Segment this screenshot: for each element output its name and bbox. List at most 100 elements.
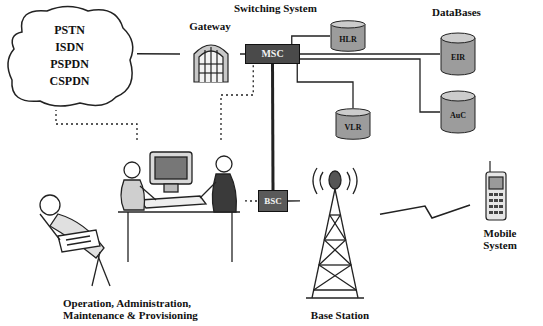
- node-label: MSC: [261, 48, 283, 60]
- node-label: Mobile System: [471, 227, 529, 252]
- drawing-stroke: [50, 214, 104, 258]
- operators-illustration: [40, 152, 240, 286]
- node-label: Base Station: [311, 309, 369, 322]
- drawing-stroke: [329, 171, 341, 189]
- drawing-stroke: [347, 172, 350, 190]
- drawing-stroke: [313, 168, 317, 194]
- base-station-node: Base Station: [300, 168, 380, 322]
- node-label: Operation, Administration, Maintenance &…: [63, 297, 248, 322]
- database-cylinder: AuC: [440, 90, 476, 134]
- key: [494, 205, 498, 208]
- drawing-stroke: [489, 177, 503, 189]
- drawing-stroke: [314, 215, 351, 290]
- key: [499, 193, 503, 196]
- network-link: [300, 53, 440, 54]
- drawing-stroke: [314, 289, 357, 290]
- cloud-shape: [8, 7, 133, 107]
- network-link: [271, 64, 275, 190]
- database-cylinder: VLR: [335, 108, 371, 140]
- drawing-stroke: [66, 236, 90, 240]
- node-label: PSPDN: [50, 56, 89, 73]
- drawing-stroke: [58, 230, 100, 252]
- drawing-stroke: [320, 172, 323, 190]
- key: [489, 211, 493, 214]
- drawing-stroke: [324, 239, 345, 240]
- drawing-stroke: [40, 195, 60, 215]
- node-label: PSTN: [54, 22, 85, 39]
- drawing-stroke: [98, 256, 110, 286]
- node-label: ISDN: [55, 39, 84, 56]
- keypad: [489, 193, 503, 214]
- database-cylinder: EIR: [440, 32, 476, 76]
- node-label: HLR: [339, 35, 356, 44]
- drawing-stroke: [164, 184, 178, 192]
- network-link: [300, 59, 440, 112]
- cylinder-top: [331, 21, 365, 28]
- management-link: [56, 110, 137, 140]
- group-heading: Switching System: [234, 2, 317, 14]
- mobile-phone: [486, 161, 506, 220]
- drawing-stroke: [124, 162, 140, 178]
- drawing-stroke: [127, 212, 128, 262]
- cylinder-body: [441, 96, 475, 133]
- management-link: [221, 64, 253, 140]
- drawing-stroke: [335, 189, 358, 298]
- database-cylinder: HLR: [330, 20, 366, 52]
- key: [499, 205, 503, 208]
- drawing-stroke: [330, 214, 341, 215]
- drawing-stroke: [319, 264, 351, 265]
- drawing-stroke: [140, 196, 206, 208]
- key: [494, 193, 498, 196]
- node-label: Gateway: [189, 20, 231, 33]
- network-link: [297, 64, 353, 108]
- node-label: VLR: [345, 123, 362, 132]
- controller-box: BSC: [258, 190, 288, 212]
- cylinder-top: [441, 33, 475, 43]
- cloud-outline: [2, 2, 137, 110]
- drawing-stroke: [216, 156, 232, 172]
- group-heading: DataBases: [432, 6, 481, 18]
- cylinder-top: [441, 91, 475, 101]
- cylinder-top: [336, 109, 370, 116]
- network-link: [292, 36, 330, 44]
- drawing-stroke: [199, 63, 223, 64]
- drawing-stroke: [200, 182, 216, 198]
- drawing-stroke: [489, 161, 490, 172]
- mobile-node: Mobile System: [470, 158, 530, 252]
- key: [499, 211, 503, 214]
- gateway-node: Gateway: [180, 20, 240, 84]
- key: [499, 199, 503, 202]
- node-label: CSPDN: [49, 73, 89, 90]
- network-cloud: PSTNISDNPSPDNCSPDN: [2, 2, 137, 110]
- node-label: EIR: [451, 53, 465, 62]
- key: [489, 205, 493, 208]
- drawing-stroke: [150, 152, 192, 184]
- drawing-stroke: [204, 50, 205, 82]
- key: [494, 199, 498, 202]
- antenna-tower: [306, 168, 364, 298]
- switch-box: MSC: [245, 44, 300, 64]
- drawing-stroke: [40, 214, 60, 240]
- key: [494, 211, 498, 214]
- network-link: [380, 205, 470, 218]
- drawing-stroke: [486, 172, 506, 220]
- cylinder-body: [441, 38, 475, 75]
- drawing-stroke: [121, 180, 145, 210]
- drawing-stroke: [199, 72, 223, 73]
- node-label: BSC: [264, 196, 282, 206]
- drawing-stroke: [67, 241, 91, 245]
- node-label: AuC: [450, 111, 466, 120]
- drawing-stroke: [212, 174, 236, 212]
- key: [489, 199, 493, 202]
- drawing-stroke: [231, 212, 232, 262]
- drawing-stroke: [194, 45, 228, 82]
- management-link: [245, 200, 258, 201]
- drawing-stroke: [312, 189, 335, 298]
- gateway-icon: [194, 45, 228, 82]
- drawing-stroke: [306, 297, 364, 298]
- drawing-stroke: [140, 186, 156, 200]
- drawing-stroke: [353, 168, 357, 194]
- network-link: [137, 53, 180, 55]
- key: [489, 193, 493, 196]
